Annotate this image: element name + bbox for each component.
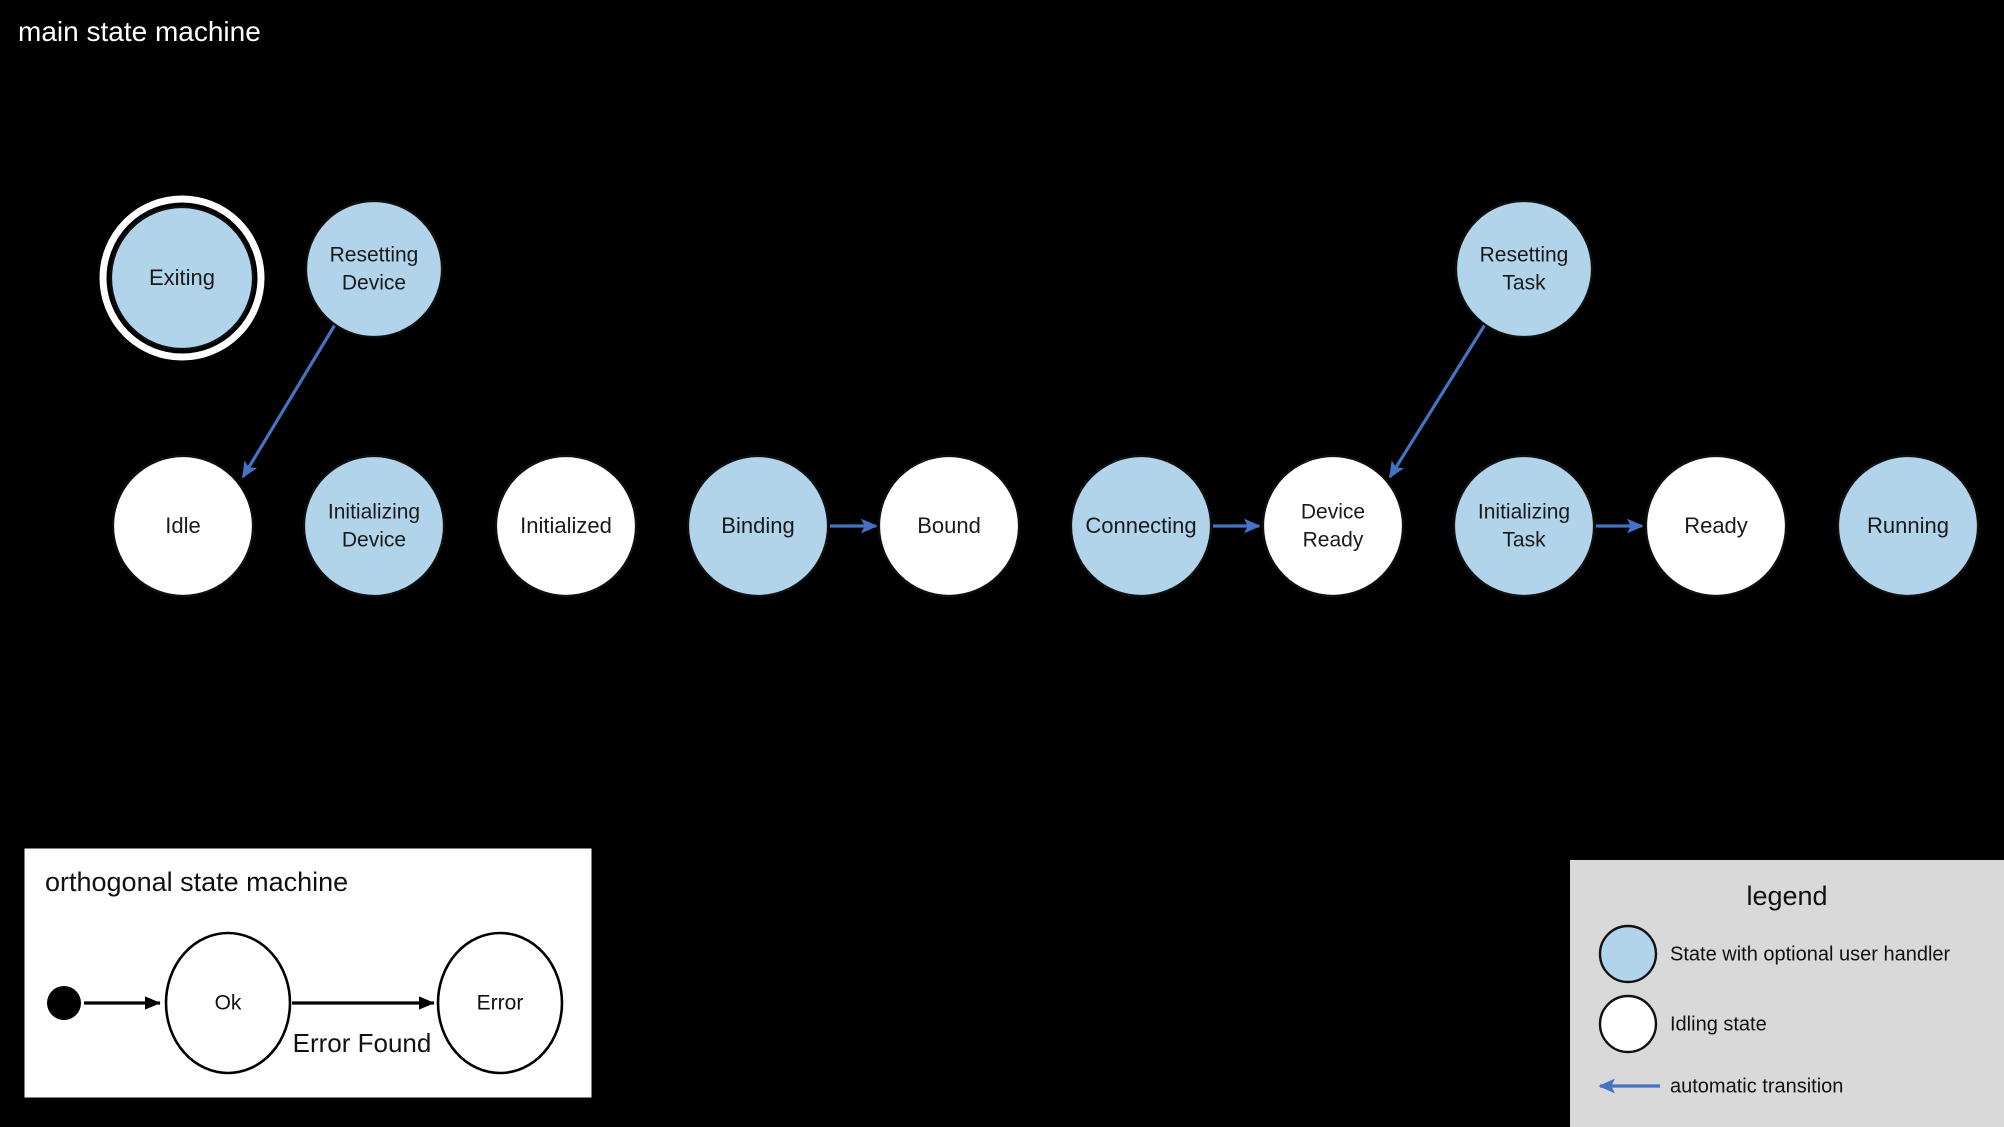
transition-resetting-device-to-idle[interactable] bbox=[241, 322, 338, 479]
legend-label: Idling state bbox=[1670, 1013, 1767, 1035]
orthogonal-panel-title: orthogonal state machine bbox=[45, 867, 348, 897]
state-node-error[interactable]: Error bbox=[436, 931, 564, 1075]
state-circle bbox=[164, 931, 292, 1075]
state-node-device-ready[interactable]: Device Ready bbox=[1261, 454, 1405, 598]
state-label-line-1: Initializing bbox=[1478, 501, 1570, 524]
state-label-line-2: Task bbox=[1502, 529, 1546, 552]
state-node-ok[interactable]: Ok bbox=[164, 931, 292, 1075]
state-label-line-1: Resetting bbox=[330, 244, 419, 267]
final-state-outer-ring bbox=[99, 195, 265, 361]
state-label: Exiting bbox=[149, 265, 215, 290]
state-circle bbox=[436, 931, 564, 1075]
legend-title: legend bbox=[1746, 881, 1827, 911]
state-node-resetting-device[interactable]: Resetting Device bbox=[304, 199, 444, 339]
state-node-bound[interactable]: Bound bbox=[877, 454, 1021, 598]
state-label-line-1: Device bbox=[1301, 501, 1365, 524]
legend-panel: legend State with optional user handler … bbox=[1570, 860, 2004, 1127]
state-node-binding[interactable]: Binding bbox=[686, 454, 830, 598]
state-label: Ready bbox=[1684, 513, 1748, 538]
state-circle bbox=[686, 454, 830, 598]
transition-resetting-task-to-device-ready[interactable] bbox=[1388, 322, 1488, 479]
legend-label: automatic transition bbox=[1670, 1075, 1843, 1097]
initial-state-marker bbox=[47, 986, 81, 1020]
state-node-initializing-device[interactable]: Initializing Device bbox=[302, 454, 446, 598]
state-label-line-2: Task bbox=[1502, 272, 1546, 295]
state-label-line-1: Initializing bbox=[328, 501, 420, 524]
state-label: Bound bbox=[917, 513, 981, 538]
handler-state-swatch-icon bbox=[1598, 924, 1658, 984]
state-node-connecting[interactable]: Connecting bbox=[1069, 454, 1213, 598]
legend-item-automatic-transition: automatic transition bbox=[1598, 1075, 1843, 1097]
state-label: Connecting bbox=[1085, 513, 1196, 538]
state-node-ready[interactable]: Ready bbox=[1644, 454, 1788, 598]
state-label: Initialized bbox=[520, 513, 612, 538]
state-label-line-2: Device bbox=[342, 529, 406, 552]
state-circle bbox=[111, 454, 255, 598]
idling-state-swatch-icon bbox=[1598, 994, 1658, 1054]
legend-item-idling-state: Idling state bbox=[1598, 994, 1767, 1054]
state-circle bbox=[302, 454, 446, 598]
state-circle bbox=[109, 205, 255, 351]
transitions-layer bbox=[241, 322, 1644, 534]
legend-background bbox=[1570, 860, 2004, 1127]
orthogonal-state-machine-panel: orthogonal state machine Ok Error Found … bbox=[21, 845, 595, 1101]
state-label: Error bbox=[477, 992, 524, 1015]
state-label: Binding bbox=[721, 513, 794, 538]
state-circle bbox=[494, 454, 638, 598]
state-circle bbox=[1644, 454, 1788, 598]
state-node-idle[interactable]: Idle bbox=[111, 454, 255, 598]
main-title: main state machine bbox=[18, 16, 261, 47]
state-circle bbox=[877, 454, 1021, 598]
state-node-resetting-task[interactable]: Resetting Task bbox=[1454, 199, 1594, 339]
legend-label: State with optional user handler bbox=[1670, 943, 1951, 965]
state-label-line-2: Device bbox=[342, 272, 406, 295]
state-circle bbox=[1261, 454, 1405, 598]
state-circle bbox=[1454, 199, 1594, 339]
transition-label-error-found: Error Found bbox=[293, 1028, 432, 1058]
state-label: Running bbox=[1867, 513, 1949, 538]
state-circle bbox=[304, 199, 444, 339]
state-circle bbox=[1836, 454, 1980, 598]
state-circle bbox=[1452, 454, 1596, 598]
state-label: Ok bbox=[215, 992, 242, 1015]
state-node-initializing-task[interactable]: Initializing Task bbox=[1452, 454, 1596, 598]
state-node-initialized[interactable]: Initialized bbox=[494, 454, 638, 598]
legend-item-handler-state: State with optional user handler bbox=[1598, 924, 1951, 984]
state-node-running[interactable]: Running bbox=[1836, 454, 1980, 598]
state-label-line-2: Ready bbox=[1303, 529, 1364, 552]
state-node-exiting[interactable]: Exiting bbox=[99, 195, 265, 361]
state-label: Idle bbox=[165, 513, 200, 538]
state-circle bbox=[1069, 454, 1213, 598]
state-label-line-1: Resetting bbox=[1480, 244, 1569, 267]
